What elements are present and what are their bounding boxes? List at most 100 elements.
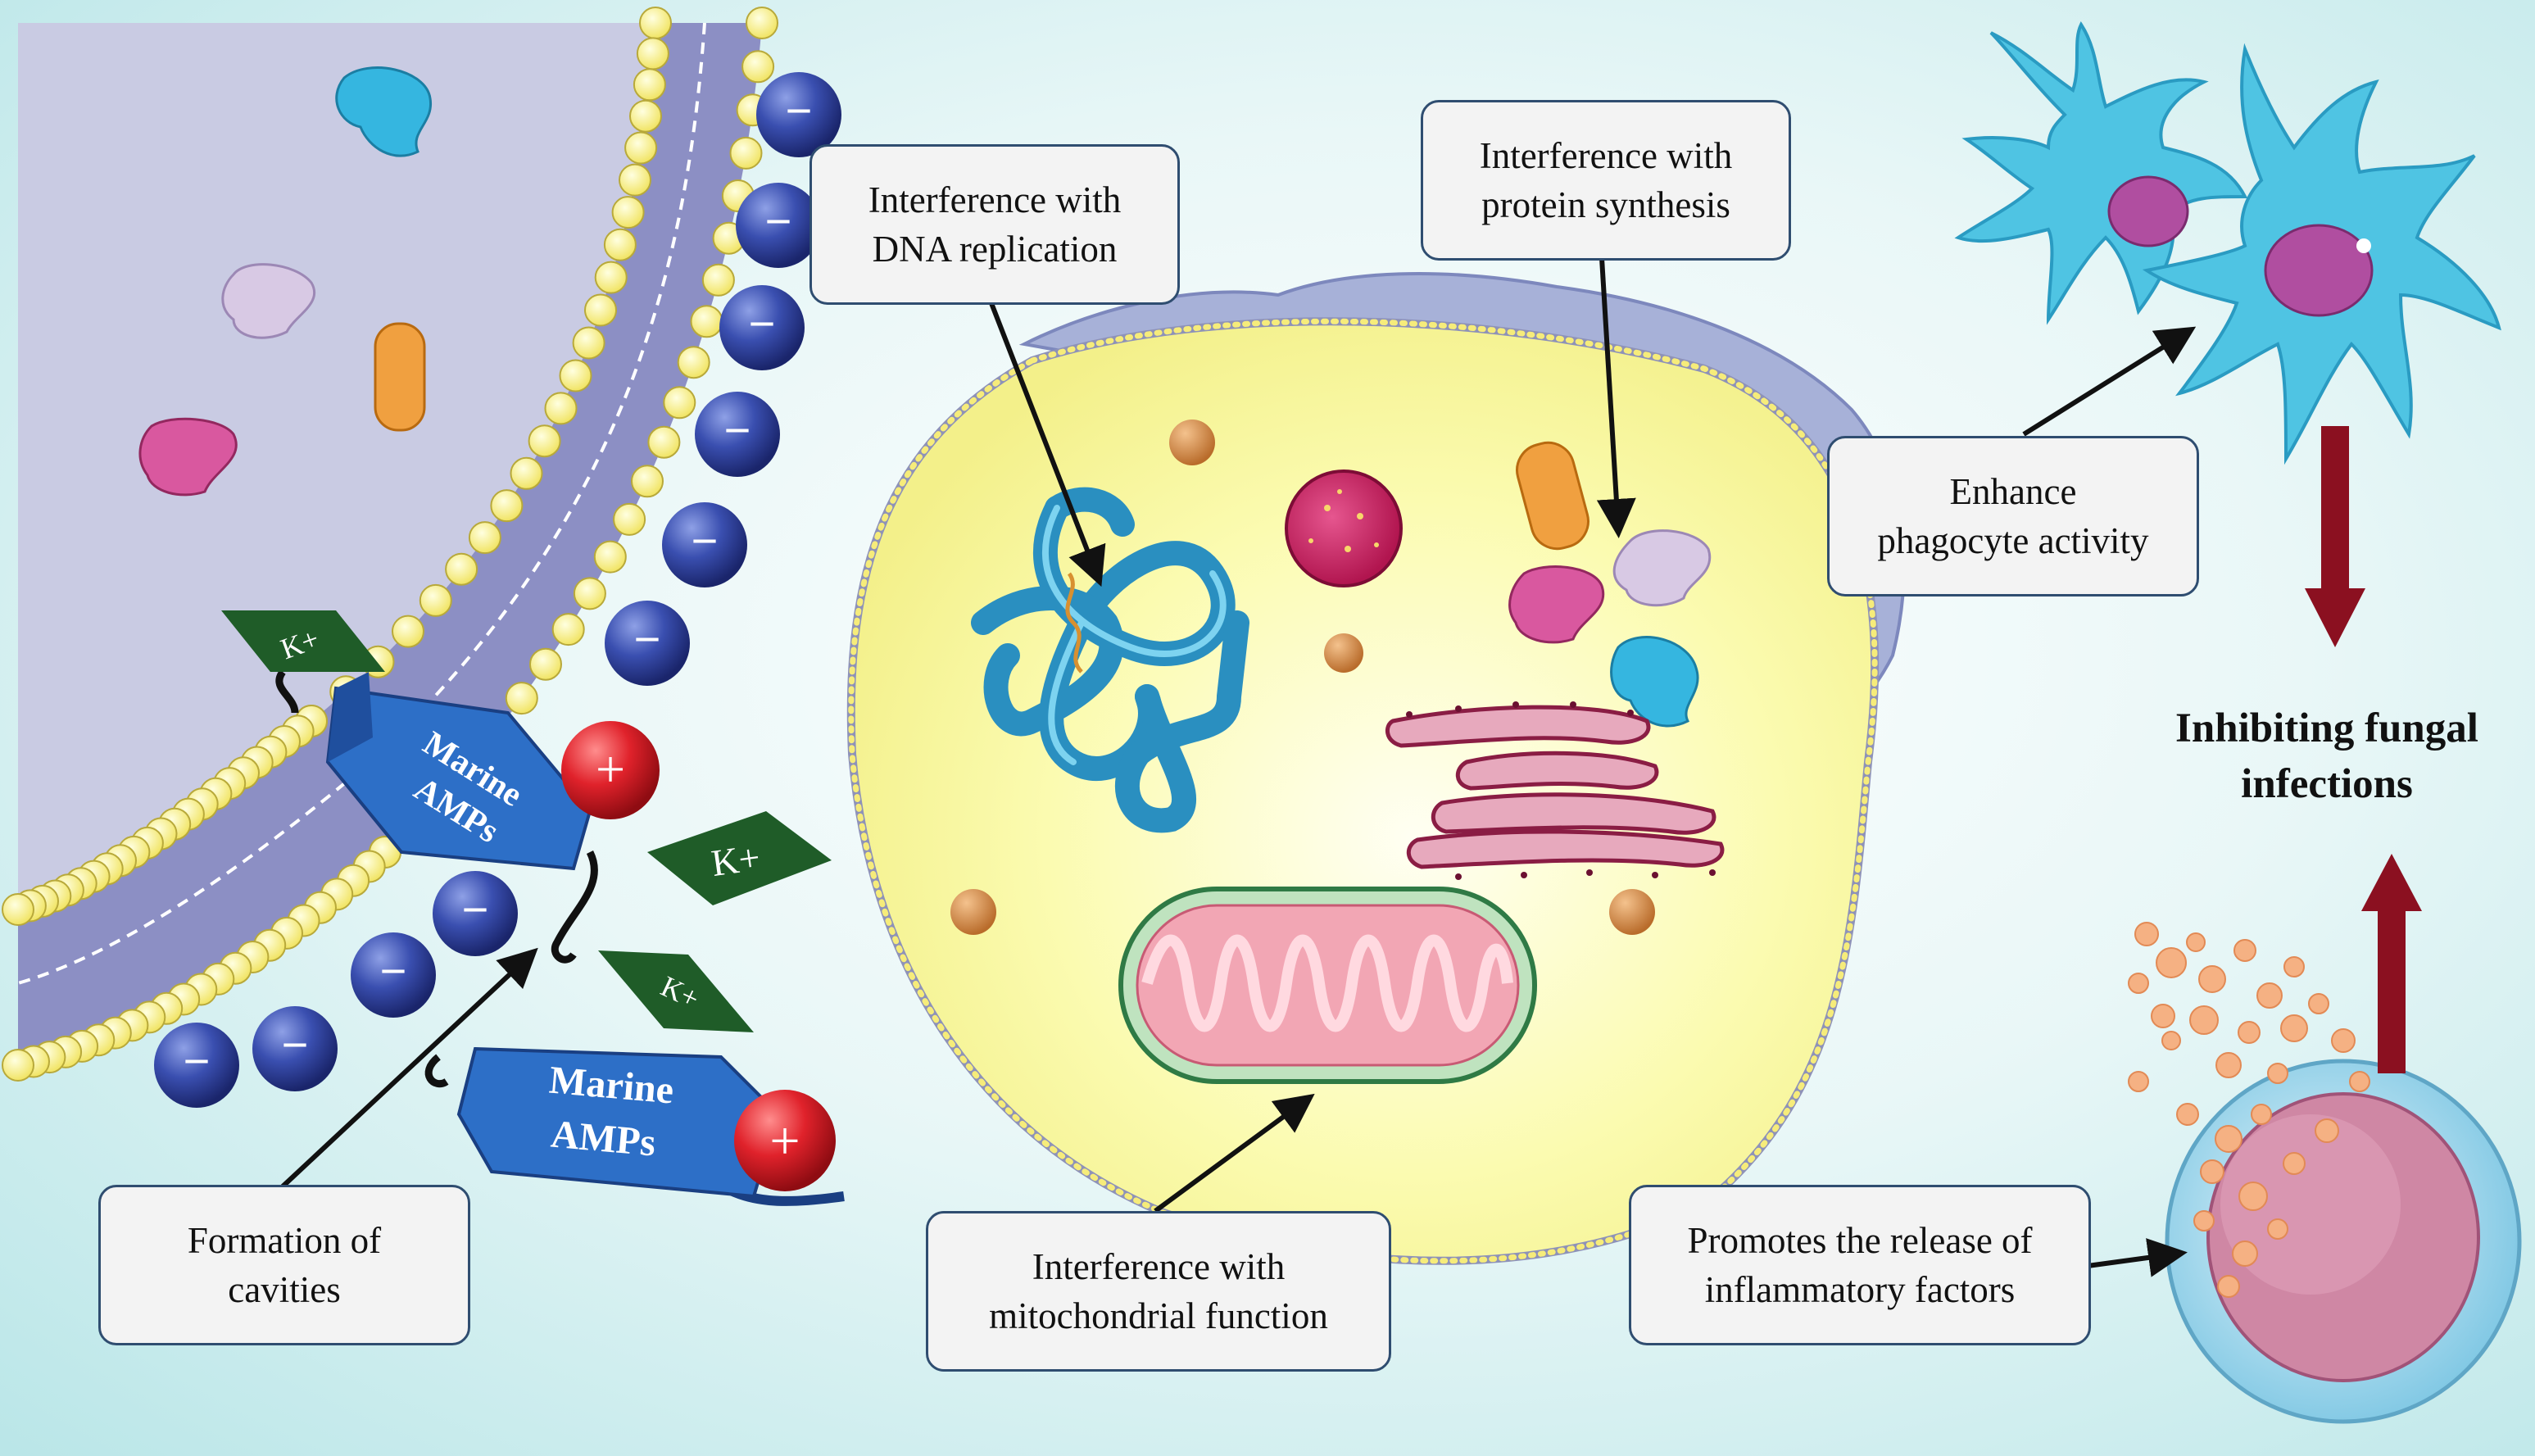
lipid-head xyxy=(647,425,681,459)
inflammatory-factor xyxy=(2331,1028,2356,1053)
inflammatory-factor xyxy=(2251,1104,2272,1125)
svg-text:−: − xyxy=(380,945,407,996)
svg-text:−: − xyxy=(692,515,719,566)
negative-charge: − xyxy=(154,1023,239,1108)
inflammatory-factor xyxy=(2128,1071,2149,1092)
lipid-head xyxy=(2,1049,34,1082)
callout-formation-of-cavities: Formation of cavities xyxy=(98,1185,470,1345)
lipid-head xyxy=(510,456,543,490)
peptide-orange xyxy=(374,322,426,432)
callout-dna-line1: Interference with xyxy=(868,179,1122,220)
inflammatory-factor xyxy=(2176,1103,2199,1126)
svg-text:−: − xyxy=(724,404,751,456)
lipid-head xyxy=(505,682,538,715)
mitochondrion xyxy=(1118,887,1537,1084)
lipid-head xyxy=(636,37,669,70)
callout-cavities-line1: Formation of xyxy=(187,1220,382,1261)
lipid-head xyxy=(392,615,424,648)
callout-arrows xyxy=(280,257,2197,1277)
lipid-head xyxy=(639,7,672,39)
lipid-head xyxy=(2,893,34,926)
arrow-protein xyxy=(1596,257,1636,538)
svg-text:−: − xyxy=(786,84,813,136)
peptide-pink xyxy=(138,417,238,497)
negative-charge: − xyxy=(433,871,518,956)
inflammatory-factor xyxy=(2232,1241,2258,1267)
ribosome-ball xyxy=(1169,420,1215,465)
svg-text:−: − xyxy=(462,883,489,935)
inflammatory-factor xyxy=(2186,932,2206,952)
protein-pink xyxy=(1508,565,1605,644)
inflammatory-factor xyxy=(2233,939,2256,962)
amp-1-plus-sign: + xyxy=(596,740,625,798)
callout-inflam-line2: inflammatory factors xyxy=(1704,1269,2016,1310)
amp-2-positive-charge xyxy=(734,1090,836,1191)
callout-protein-synthesis: Interference with protein synthesis xyxy=(1421,100,1791,261)
svg-text:−: − xyxy=(749,297,776,349)
potassium-ion-3: K+ xyxy=(598,950,754,1032)
callout-phagocyte-line2: phagocyte activity xyxy=(1877,520,2149,561)
arrow-inflam xyxy=(2087,1238,2188,1277)
callout-mito-line1: Interference with xyxy=(1032,1246,1286,1287)
callout-phagocyte-activity: Enhance phagocyte activity xyxy=(1827,436,2199,596)
callout-mitochondrial-function: Interference with mitochondrial function xyxy=(926,1211,1391,1372)
down-arrow xyxy=(2305,426,2365,647)
lipid-head xyxy=(490,489,524,523)
inflammatory-factor xyxy=(2315,1118,2339,1143)
lipid-head xyxy=(619,163,651,197)
endoplasmic-reticulum xyxy=(1385,705,1725,869)
inflammatory-factor xyxy=(2349,1071,2370,1092)
protein-lavender xyxy=(1612,529,1712,607)
svg-text:−: − xyxy=(765,195,792,247)
extracellular-region xyxy=(18,23,655,909)
lipid-head xyxy=(701,263,735,297)
inflammatory-factor xyxy=(2256,982,2283,1009)
negative-charge: − xyxy=(662,502,747,587)
vacuole-dots xyxy=(1308,489,1379,552)
lipid-head xyxy=(593,540,627,574)
inflammatory-factor xyxy=(2198,965,2226,993)
phagocyte-highlight xyxy=(2356,238,2371,253)
lipid-head xyxy=(468,521,501,555)
result-label: Inhibiting fungal infections xyxy=(2097,701,2535,812)
amp-2-plus-sign: + xyxy=(769,1111,800,1171)
svg-text:−: − xyxy=(634,613,661,664)
inflammatory-factor xyxy=(2128,973,2149,994)
callout-phagocyte-line1: Enhance xyxy=(1949,471,2077,512)
callout-mito-line2: mitochondrial function xyxy=(989,1295,1328,1336)
inflammatory-factor xyxy=(2134,922,2159,946)
amp-2-label-line2: AMPs xyxy=(549,1113,657,1165)
amp-2-label-line1: Marine xyxy=(547,1059,675,1113)
lipid-head xyxy=(445,552,478,586)
arrow-mito xyxy=(1154,1093,1315,1213)
up-arrow xyxy=(2361,854,2422,1073)
lipid-head xyxy=(551,613,585,646)
inflammatory-factor xyxy=(2267,1063,2288,1084)
lipid-head xyxy=(573,577,606,610)
negative-charge: − xyxy=(695,392,780,477)
callout-inflam-line1: Promotes the release of xyxy=(1687,1220,2033,1261)
inflammatory-factor xyxy=(2308,993,2329,1014)
arrow-dna xyxy=(989,302,1106,587)
lipid-head xyxy=(613,502,646,536)
inflammatory-factor xyxy=(2217,1275,2240,1298)
callout-inflammatory-factors: Promotes the release of inflammatory fac… xyxy=(1629,1185,2091,1345)
inflammatory-factor xyxy=(2215,1052,2242,1078)
dna-coil-highlight xyxy=(1041,505,1227,765)
ribosome-ball xyxy=(1609,889,1655,935)
lipid-head xyxy=(633,68,666,102)
phagocyte-1 xyxy=(1954,21,2248,325)
callout-protein-line1: Interference with xyxy=(1479,135,1733,176)
ribosome-ball xyxy=(1324,633,1363,673)
inflammatory-factor xyxy=(2238,1021,2261,1044)
vacuole xyxy=(1285,469,1403,587)
inflammatory-factor xyxy=(2238,1182,2268,1211)
inflammatory-factor-particles xyxy=(2128,922,2370,1298)
inflammatory-factor xyxy=(2200,1159,2224,1184)
lipid-head xyxy=(677,346,710,379)
lipid-head xyxy=(611,196,645,229)
peptide-blue xyxy=(335,66,433,157)
fungal-cell xyxy=(846,272,1906,1265)
negative-charge: − xyxy=(351,932,436,1018)
callout-dna-replication: Interference with DNA replication xyxy=(809,144,1180,305)
